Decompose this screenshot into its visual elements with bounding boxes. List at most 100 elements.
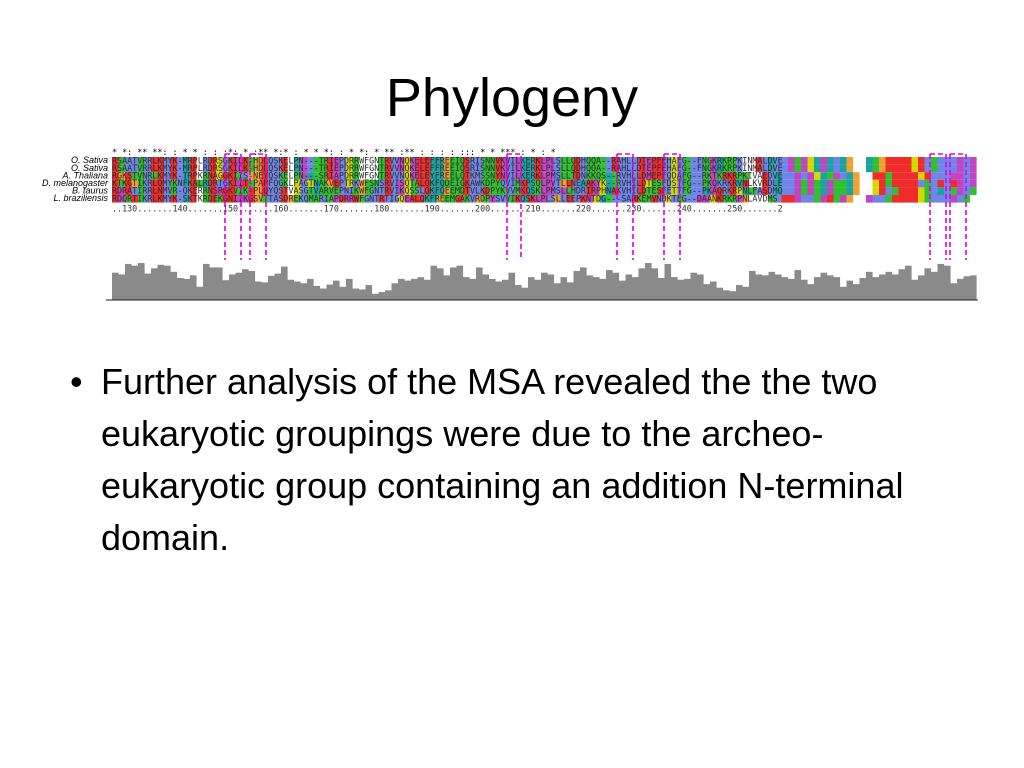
residue-cell	[879, 187, 886, 195]
residue-cell	[872, 164, 880, 173]
residue-cell	[788, 195, 795, 203]
residue-cell	[612, 172, 620, 180]
residue-cell	[391, 164, 399, 173]
conservation-bar	[931, 271, 938, 300]
residue-cell	[846, 179, 854, 188]
conservation-bar	[456, 265, 464, 300]
residue-cell	[229, 195, 236, 203]
residue-cell	[281, 172, 288, 180]
residue-cell	[476, 187, 483, 195]
conservation-bar	[742, 286, 750, 300]
residue-cell	[762, 172, 769, 180]
residue-cell	[729, 195, 737, 203]
residue-cell	[840, 187, 847, 195]
residue-cell	[456, 179, 464, 188]
conservation-bar	[664, 263, 672, 300]
residue-cell	[515, 195, 522, 203]
conservation-bar	[131, 265, 139, 300]
residue-cell	[957, 195, 964, 203]
conservation-bar	[820, 272, 828, 300]
residue-cell	[931, 164, 938, 173]
residue-cell	[138, 164, 145, 173]
residue-cell	[866, 195, 873, 203]
residue-cell	[450, 164, 457, 173]
residue-cell	[521, 179, 529, 188]
residue-cell	[801, 187, 808, 195]
sequence-text: KTKGTIKRLQMYKNFKALRDRTGKIIT-PAPFQGKLPAGT…	[112, 178, 783, 188]
consensus-line: * *: ** **: : * * : : :*: * :** *:* : * …	[112, 148, 556, 157]
residue-cell	[508, 172, 516, 180]
residue-cell	[411, 164, 418, 173]
residue-cell	[788, 179, 795, 188]
residue-cell	[905, 164, 912, 173]
conservation-bar	[177, 278, 184, 300]
residue-cell	[268, 172, 275, 180]
residue-cell	[508, 164, 516, 173]
conservation-bar	[203, 263, 210, 300]
residue-cell	[235, 187, 243, 195]
residue-cell	[931, 157, 938, 165]
residue-cell	[671, 172, 678, 180]
species-label: A. Thaliana	[61, 170, 108, 180]
sequence-text: RSAATVRRLKMYK-MRPLRDRSGKILK-HDLQSKELPN--…	[112, 155, 783, 165]
conservation-bar	[183, 278, 191, 300]
residue-cell	[918, 172, 925, 180]
residue-cell	[950, 164, 958, 173]
residue-cell	[671, 164, 678, 173]
conservation-bar	[229, 274, 236, 300]
residue-cell	[450, 172, 457, 180]
residue-cell	[261, 195, 269, 203]
residue-cell	[632, 179, 639, 188]
residue-cell	[677, 157, 685, 165]
residue-cell	[326, 157, 334, 165]
residue-cell	[125, 179, 132, 188]
conservation-bar	[430, 265, 438, 300]
residue-cell	[430, 164, 438, 173]
residue-cell	[138, 187, 145, 195]
residue-cell	[359, 195, 366, 203]
residue-cell	[391, 187, 399, 195]
residue-cell	[274, 164, 282, 173]
residue-cell	[885, 187, 893, 195]
residue-cell	[118, 172, 126, 180]
residue-cell	[469, 179, 477, 188]
residue-cell	[671, 157, 678, 165]
residue-cell	[599, 179, 607, 188]
residue-cell	[385, 164, 392, 173]
residue-cell	[580, 187, 587, 195]
residue-cell	[599, 172, 607, 180]
residue-cell	[918, 195, 925, 203]
residue-cell	[963, 179, 971, 188]
residue-cell	[866, 164, 873, 173]
residue-cell	[586, 187, 594, 195]
conservation-bar	[469, 278, 477, 300]
residue-cell	[313, 179, 321, 188]
residue-cell	[352, 179, 360, 188]
residue-cell	[664, 187, 672, 195]
residue-cell	[437, 195, 444, 203]
residue-cell	[398, 164, 405, 173]
species-label: O. Sativa	[71, 155, 108, 165]
conservation-bar	[326, 284, 334, 300]
residue-cell	[417, 157, 425, 165]
residue-cell	[684, 157, 691, 165]
residue-cell	[216, 195, 223, 203]
residue-cell	[411, 179, 418, 188]
residue-cell	[521, 157, 529, 165]
residue-cell	[879, 195, 886, 203]
residue-cell	[892, 195, 899, 203]
residue-cell	[411, 172, 418, 180]
residue-cell	[944, 164, 951, 173]
residue-cell	[833, 187, 841, 195]
residue-cell	[229, 179, 236, 188]
residue-cell	[645, 187, 652, 195]
conservation-bar	[937, 263, 945, 300]
residue-cell	[281, 179, 288, 188]
conservation-bar	[417, 277, 425, 300]
conservation-bar	[944, 265, 951, 300]
residue-cell	[866, 157, 873, 165]
residue-cell	[716, 187, 724, 195]
residue-cell	[164, 164, 171, 173]
residue-cell	[144, 164, 152, 173]
residue-cell	[775, 164, 782, 173]
